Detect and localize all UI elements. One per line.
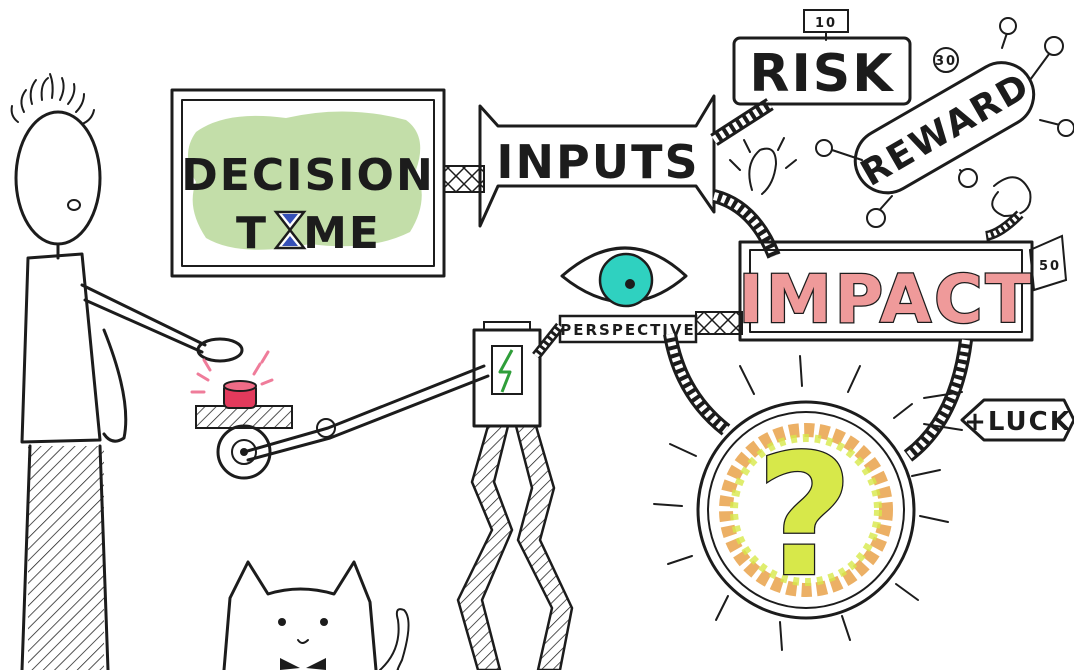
eye-icon bbox=[560, 246, 688, 308]
spiky-hair bbox=[10, 73, 95, 125]
cat-bowtie bbox=[280, 658, 326, 670]
stick-figure bbox=[10, 73, 244, 670]
question-mark-icon: ? bbox=[756, 418, 856, 614]
eye bbox=[67, 199, 81, 211]
cat-doodle bbox=[222, 560, 410, 670]
wheel bbox=[216, 424, 272, 480]
impact-sign: 50 IMPACT bbox=[737, 234, 1068, 342]
inputs-label: INPUTS bbox=[496, 135, 699, 189]
decision-time-board: DECISION T ME bbox=[170, 88, 446, 278]
decision-board-wash bbox=[188, 111, 422, 250]
sparkle-doodle bbox=[729, 137, 797, 195]
risk-label: RISK bbox=[749, 44, 894, 104]
orb-halo bbox=[719, 423, 893, 597]
perspective-impact-connector bbox=[695, 311, 743, 335]
luck-badge: +LUCK bbox=[923, 391, 1074, 442]
inputs-impact-chain bbox=[712, 189, 781, 259]
time-label-start: T bbox=[236, 208, 268, 259]
cat-tail bbox=[379, 608, 410, 670]
orb-chain-right bbox=[903, 339, 973, 462]
decision-label: DECISION bbox=[181, 150, 435, 201]
reward-dial-knobs bbox=[815, 17, 1074, 228]
board-inputs-connector bbox=[443, 165, 485, 193]
lower-arm bbox=[102, 328, 128, 443]
hand bbox=[196, 337, 244, 363]
perspective-label: PERSPECTIVE bbox=[560, 321, 696, 339]
risk-dial-number: 10 bbox=[815, 16, 837, 31]
impact-dial-number: 50 bbox=[1039, 259, 1061, 274]
impact-label: IMPACT bbox=[738, 261, 1033, 338]
torso bbox=[20, 252, 102, 444]
head bbox=[14, 110, 102, 246]
hourglass-icon bbox=[273, 210, 307, 250]
risk-sign: 10 RISK bbox=[732, 9, 912, 106]
time-label-end: ME bbox=[303, 208, 381, 259]
crank-joint bbox=[316, 418, 336, 438]
trousers bbox=[28, 446, 104, 670]
inputs-funnel: INPUTS bbox=[478, 94, 716, 228]
arm-pointing bbox=[80, 283, 207, 347]
orb-chain-left bbox=[663, 332, 731, 436]
red-button-icon bbox=[223, 380, 257, 409]
perspective-eye: PERSPECTIVE bbox=[558, 246, 743, 344]
reward-dial-number: 30 bbox=[935, 54, 957, 69]
luck-label: +LUCK bbox=[964, 407, 1072, 437]
battery-icon bbox=[472, 321, 564, 428]
question-orb: ? bbox=[653, 332, 973, 651]
button-machine bbox=[190, 350, 490, 480]
zigzag-tower bbox=[456, 424, 574, 670]
reward-coil bbox=[991, 176, 1032, 217]
alarm-sparks bbox=[190, 350, 274, 394]
